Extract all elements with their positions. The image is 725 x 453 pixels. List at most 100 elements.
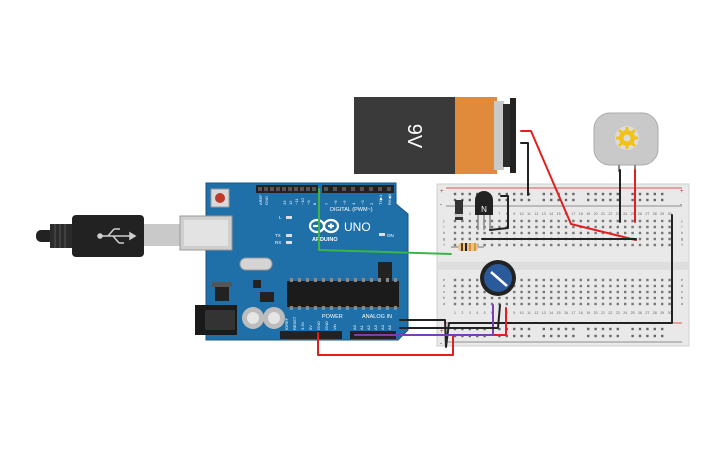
rail-hole[interactable] [564, 198, 568, 202]
breadboard-hole[interactable] [653, 284, 656, 288]
rail-hole[interactable] [638, 198, 642, 202]
rail-hole[interactable] [513, 327, 516, 331]
rail-hole[interactable] [550, 192, 553, 196]
breadboard-hole[interactable] [505, 296, 508, 300]
battery-9v[interactable]: 9V [354, 97, 516, 174]
rail-hole[interactable] [498, 192, 501, 196]
breadboard-hole[interactable] [638, 284, 642, 288]
rail-hole[interactable] [646, 327, 649, 331]
breadboard-hole[interactable] [550, 302, 553, 306]
breadboard-hole[interactable] [646, 302, 649, 306]
breadboard-hole[interactable] [601, 219, 605, 223]
breadboard-hole[interactable] [535, 302, 538, 306]
breadboard-hole[interactable] [535, 278, 538, 282]
breadboard-hole[interactable] [513, 219, 516, 223]
breadboard-hole[interactable] [579, 231, 582, 235]
breadboard-hole[interactable] [527, 231, 531, 235]
breadboard-hole[interactable] [483, 231, 486, 235]
rail-hole[interactable] [564, 334, 568, 338]
breadboard-hole[interactable] [468, 237, 471, 241]
rail-hole[interactable] [601, 198, 605, 202]
breadboard-hole[interactable] [520, 231, 523, 235]
breadboard-hole[interactable] [646, 231, 649, 235]
breadboard-hole[interactable] [527, 225, 531, 229]
breadboard-hole[interactable] [646, 290, 649, 294]
breadboard-hole[interactable] [564, 284, 568, 288]
breadboard-hole[interactable] [601, 284, 605, 288]
breadboard-hole[interactable] [594, 231, 597, 235]
breadboard-hole[interactable] [490, 219, 494, 223]
breadboard-hole[interactable] [646, 237, 649, 241]
rail-hole[interactable] [461, 192, 464, 196]
breadboard-hole[interactable] [542, 243, 545, 247]
rail-hole[interactable] [587, 334, 590, 338]
breadboard-hole[interactable] [624, 243, 627, 247]
breadboard-hole[interactable] [587, 290, 590, 294]
rail-hole[interactable] [520, 198, 523, 202]
breadboard-hole[interactable] [468, 302, 471, 306]
rail-hole[interactable] [542, 198, 545, 202]
breadboard-hole[interactable] [594, 296, 597, 300]
rail-hole[interactable] [587, 327, 590, 331]
rail-hole[interactable] [476, 192, 479, 196]
wire-analog-a0[interactable] [354, 304, 494, 336]
rail-hole[interactable] [638, 192, 642, 196]
breadboard-hole[interactable] [624, 296, 627, 300]
breadboard-hole[interactable] [476, 278, 479, 282]
breadboard-hole[interactable] [520, 278, 523, 282]
breadboard-hole[interactable] [461, 302, 464, 306]
breadboard-hole[interactable] [557, 296, 560, 300]
breadboard-hole[interactable] [453, 231, 457, 235]
breadboard-hole[interactable] [520, 243, 523, 247]
breadboard-hole[interactable] [461, 237, 464, 241]
rail-hole[interactable] [616, 192, 619, 196]
breadboard-hole[interactable] [661, 290, 664, 294]
breadboard-hole[interactable] [461, 225, 464, 229]
breadboard-hole[interactable] [587, 231, 590, 235]
breadboard-hole[interactable] [594, 219, 597, 223]
breadboard-hole[interactable] [609, 278, 612, 282]
diode[interactable] [455, 200, 463, 220]
breadboard-hole[interactable] [661, 231, 664, 235]
rail-hole[interactable] [542, 192, 545, 196]
rail-hole[interactable] [542, 327, 545, 331]
breadboard-hole[interactable] [564, 296, 568, 300]
breadboard-hole[interactable] [631, 243, 634, 247]
breadboard-hole[interactable] [579, 302, 582, 306]
breadboard-hole[interactable] [579, 296, 582, 300]
breadboard-hole[interactable] [453, 290, 457, 294]
breadboard-hole[interactable] [601, 225, 605, 229]
breadboard-hole[interactable] [505, 225, 508, 229]
breadboard-hole[interactable] [498, 296, 501, 300]
breadboard-hole[interactable] [557, 243, 560, 247]
breadboard-hole[interactable] [527, 219, 531, 223]
rail-hole[interactable] [616, 334, 619, 338]
breadboard-hole[interactable] [550, 219, 553, 223]
breadboard-hole[interactable] [609, 284, 612, 288]
breadboard-hole[interactable] [468, 231, 471, 235]
rail-hole[interactable] [631, 334, 634, 338]
wire-battery-negative[interactable] [520, 142, 529, 196]
rail-hole[interactable] [513, 334, 516, 338]
breadboard-hole[interactable] [535, 219, 538, 223]
breadboard-hole[interactable] [490, 243, 494, 247]
breadboard-hole[interactable] [542, 231, 545, 235]
breadboard-hole[interactable] [453, 302, 457, 306]
breadboard-hole[interactable] [631, 284, 634, 288]
breadboard-hole[interactable] [653, 225, 656, 229]
breadboard-hole[interactable] [550, 284, 553, 288]
rail-hole[interactable] [609, 334, 612, 338]
rail-hole[interactable] [505, 334, 508, 338]
breadboard-hole[interactable] [461, 290, 464, 294]
rail-hole[interactable] [572, 327, 575, 331]
breadboard-hole[interactable] [587, 219, 590, 223]
breadboard-hole[interactable] [609, 219, 612, 223]
breadboard-hole[interactable] [520, 284, 523, 288]
breadboard-hole[interactable] [564, 243, 568, 247]
rail-hole[interactable] [587, 198, 590, 202]
rail-hole[interactable] [616, 327, 619, 331]
breadboard-hole[interactable] [550, 278, 553, 282]
breadboard-hole[interactable] [661, 296, 664, 300]
rail-hole[interactable] [505, 198, 508, 202]
breadboard-hole[interactable] [513, 243, 516, 247]
